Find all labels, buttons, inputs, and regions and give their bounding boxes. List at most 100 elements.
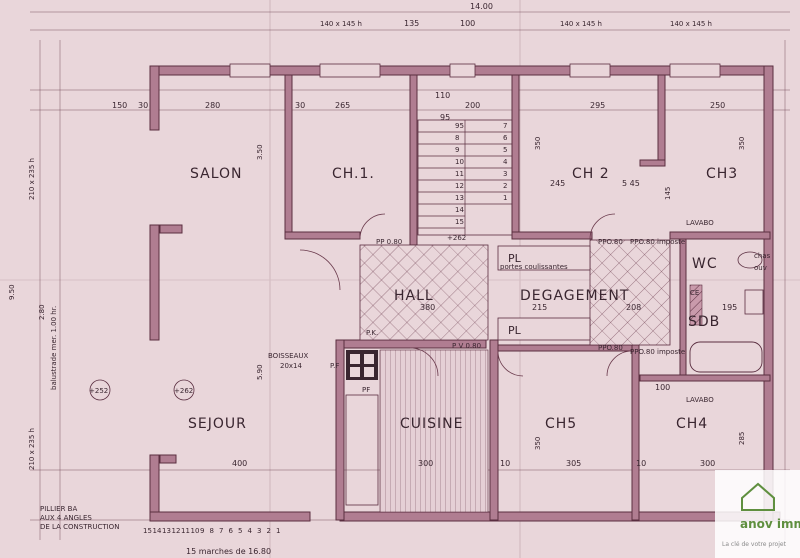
label-pf: PF — [362, 386, 370, 394]
bottom-step-number: 11 — [181, 527, 190, 535]
dim-400: 400 — [232, 459, 247, 468]
label-pk: P.K. — [366, 329, 378, 337]
segment-135: 135 — [404, 19, 419, 28]
bottom-step-number: 7 — [219, 527, 223, 535]
room-ch1: CH.1. — [332, 166, 375, 182]
level-left: +252 — [89, 387, 108, 395]
stair-numbers-left: 95 8 9 10 11 12 13 14 15 — [455, 122, 464, 226]
bottom-step-number: 6 — [229, 527, 234, 535]
dim-295: 295 — [590, 101, 605, 110]
window-dim-1: 140 x 145 h — [320, 20, 362, 28]
stair-step-number: 9 — [455, 146, 459, 154]
bottom-step-number: 15 — [143, 527, 152, 535]
bottom-step-number: 4 — [248, 527, 253, 535]
stair-step-number: 14 — [455, 206, 464, 214]
stair-step-number: 10 — [455, 158, 464, 166]
dim-305: 305 — [566, 459, 581, 468]
stair-numbers-right: 7 6 5 4 3 2 1 — [503, 122, 508, 202]
bathroom-fixtures — [689, 251, 764, 373]
stair-step-number: 7 — [503, 122, 507, 130]
dim-265: 265 — [335, 101, 350, 110]
pillier-line-2: AUX 4 ANGLES — [40, 514, 92, 522]
bottom-step-number: 2 — [267, 527, 271, 535]
boisseaux-label: BOISSEAUX — [268, 352, 308, 360]
stair-step-number: 4 — [503, 158, 508, 166]
bottom-step-number: 13 — [162, 527, 171, 535]
room-wc: WC — [692, 256, 718, 272]
dim-350-ch2: 350 — [534, 137, 542, 150]
dim-350-ch3: 350 — [738, 137, 746, 150]
stair-step-number: 1 — [503, 194, 507, 202]
logo-brand: anov immo — [740, 517, 800, 531]
stair-step-number: 5 — [503, 146, 507, 154]
level-markers — [89, 379, 195, 401]
bottom-step-number: 10 — [191, 527, 200, 535]
room-salon: SALON — [190, 166, 243, 182]
level-right: +262 — [174, 387, 193, 395]
windows-top — [229, 63, 721, 78]
dim-30-a: 30 — [138, 101, 148, 110]
watermark-logo: anov immo La clé de votre projet — [715, 470, 800, 558]
stair-step-number: 3 — [503, 170, 507, 178]
cupboard-pl-bottom: PL — [508, 324, 522, 337]
side-950: 9.50 — [8, 284, 16, 300]
dim-380: 380 — [420, 303, 435, 312]
stair-step-number: 12 — [455, 182, 464, 190]
pillier-line-1: PILLIER BA — [40, 505, 77, 513]
room-sejour: SEJOUR — [188, 416, 247, 432]
dim-350-ch5: 350 — [534, 437, 542, 450]
dim-280: 280 — [205, 101, 220, 110]
bottom-step-number: 3 — [257, 527, 261, 535]
dim-350-left: 3.50 — [256, 144, 264, 160]
stair-step-number: 2 — [503, 182, 507, 190]
side-window-bottom: 210 x 235 h — [28, 428, 36, 470]
dim-208: 208 — [626, 303, 641, 312]
stair-step-number: 11 — [455, 170, 464, 178]
dim-250: 250 — [710, 101, 725, 110]
cupboard-pl-top: PL — [508, 252, 522, 265]
kitchen-fixtures — [345, 349, 489, 513]
side-window-top: 210 x 235 h — [28, 158, 36, 200]
bottom-step-number: 12 — [172, 527, 181, 535]
stair-step-number: 15 — [455, 218, 464, 226]
dim-215: 215 — [532, 303, 547, 312]
room-sdb: SDB — [688, 314, 720, 330]
level-stair: +262 — [447, 234, 466, 242]
room-cuisine: CUISINE — [400, 416, 464, 432]
window-dim-2: 140 x 145 h — [560, 20, 602, 28]
bottom-step-number: 14 — [153, 527, 162, 535]
bottom-step-number: 8 — [210, 527, 214, 535]
pillier-line-3: DE LA CONSTRUCTION — [40, 523, 119, 531]
boisseaux-size: 20x14 — [280, 362, 303, 370]
dim-150: 150 — [112, 101, 127, 110]
stair-step-number: 6 — [503, 134, 508, 142]
window-dim-3: 140 x 145 h — [670, 20, 712, 28]
logo-tagline: La clé de votre projet — [722, 541, 787, 548]
door-cuisine: P V 0.80 — [452, 342, 481, 350]
dim-285-ch4: 285 — [738, 432, 746, 445]
dim-300-cuisine: 300 — [418, 459, 433, 468]
dim-10-b: 10 — [636, 459, 646, 468]
dim-200: 200 — [465, 101, 480, 110]
sliding-doors-label: portes coulissantes — [500, 263, 568, 271]
stair-step-number: 8 — [455, 134, 459, 142]
stair-step-number: 95 — [455, 122, 464, 130]
dim-5-a: 30 — [295, 101, 305, 110]
dim-195: 195 — [722, 303, 737, 312]
house-icon — [741, 482, 775, 511]
bottom-step-number: 5 — [238, 527, 242, 535]
stair-step-number: 13 — [455, 194, 464, 202]
interior-walls — [159, 74, 771, 521]
lavabo-top: LAVABO — [686, 219, 714, 227]
dim-245: 245 — [550, 179, 565, 188]
door-ch5: PPO.80 — [598, 344, 623, 352]
dim-100: 100 — [655, 383, 670, 392]
stair-steps-note: 15 marches de 16.80 — [186, 547, 271, 556]
room-ch3: CH3 — [706, 166, 738, 182]
room-degagement: DEGAGEMENT — [520, 288, 629, 304]
tiled-floor — [359, 239, 671, 346]
door-swings — [299, 213, 633, 377]
segment-100: 100 — [460, 19, 475, 28]
